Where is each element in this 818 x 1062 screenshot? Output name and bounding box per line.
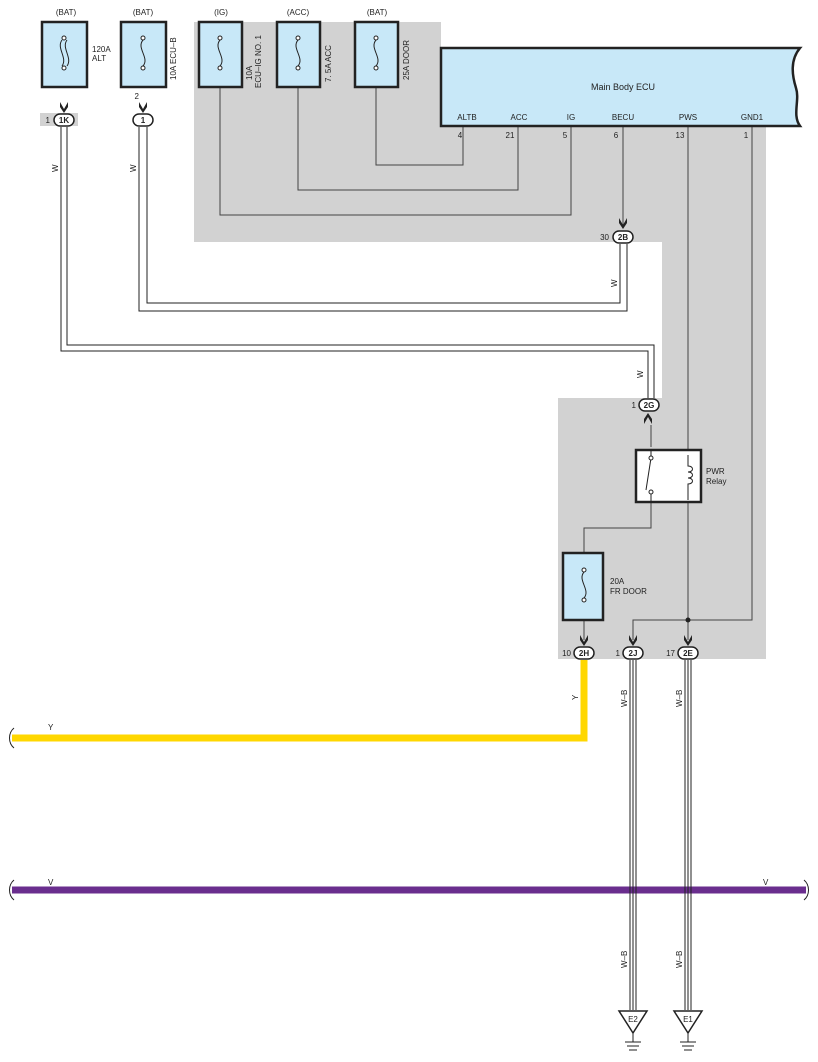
fuse-door-text: 25A DOOR <box>402 40 411 80</box>
fuse-ecub-text: 10A ECU–B <box>169 37 178 80</box>
connector-id: 1 <box>141 116 146 125</box>
wire-color-label: Y <box>571 694 580 700</box>
connector-2b: 30 2B <box>600 230 634 244</box>
fuse-alt-rating: 120A <box>92 45 111 54</box>
ground-label: E1 <box>683 1015 693 1024</box>
ecu-title: Main Body ECU <box>591 82 655 92</box>
connector-arrows <box>60 102 692 646</box>
connector-id: 2B <box>618 233 628 242</box>
connector-1k: 1 1K <box>46 113 75 127</box>
wire-color-label: W–B <box>620 690 629 707</box>
ecu-pin-number: 5 <box>563 131 568 140</box>
connector-pin: 1 <box>632 401 637 410</box>
ground-icon <box>680 1033 696 1051</box>
connector-pin: 1 <box>616 649 621 658</box>
fuse-acc-source: (ACC) <box>287 8 310 17</box>
break-mark-violet-left <box>9 879 15 901</box>
wire-color-label: W–B <box>620 951 629 968</box>
connector-1: 2 1 <box>132 92 154 127</box>
ecu-pin-number: 6 <box>614 131 619 140</box>
relay-label-1: PWR <box>706 467 725 476</box>
wire-color-label: W–B <box>675 951 684 968</box>
pwr-relay: PWR Relay <box>634 448 726 504</box>
ground-e1: E1 <box>672 1010 704 1051</box>
connector-pin: 2 <box>135 92 140 101</box>
wire-color-label: V <box>48 878 54 887</box>
connector-id: 2J <box>629 649 638 658</box>
connector-id: 2G <box>644 401 655 410</box>
fuse-acc: (ACC) 7. 5A ACC <box>275 8 333 89</box>
connector-2g: 1 2G <box>632 398 660 412</box>
ecu-pin-number: 13 <box>676 131 685 140</box>
fuse-ecu-b: (BAT) 10A ECU–B <box>119 8 178 89</box>
shade-region-ecu-side <box>441 126 662 242</box>
connector-pin: 1 <box>46 116 51 125</box>
junction-dot <box>685 617 691 623</box>
fuse-ecub-source: (BAT) <box>133 8 154 17</box>
fuse-ecuig-symbol <box>217 39 223 67</box>
fuse-ecuig-rating: 10A <box>245 65 254 80</box>
ecu-pin-name: PWS <box>679 113 697 122</box>
connector-2j: 1 2J <box>616 646 644 660</box>
fuse-frdoor-rating: 20A <box>610 577 625 586</box>
relay-label-2: Relay <box>706 477 726 486</box>
connector-id: 2H <box>579 649 589 658</box>
fuse-ecuig-name: ECU–IG NO. 1 <box>254 35 263 88</box>
ground-label: E2 <box>628 1015 638 1024</box>
fuse-ecu-ig: (IG) 10A ECU–IG NO. 1 <box>197 8 263 89</box>
wire-color-label: W <box>610 279 619 287</box>
fuse-alt-name: ALT <box>92 54 106 63</box>
relay-coil-icon <box>687 455 693 500</box>
fuse-ecuig-source: (IG) <box>214 8 228 17</box>
fuse-alt-symbol <box>59 39 70 67</box>
wire-color-label: W <box>636 370 645 378</box>
ecu-pin-name: GND1 <box>741 113 764 122</box>
fuse-ecub-symbol <box>140 39 146 67</box>
fuse-fr-door: 20A FR DOOR <box>561 551 647 622</box>
connector-pin: 10 <box>562 649 571 658</box>
fuse-door: (BAT) 25A DOOR <box>353 8 411 89</box>
connector-pin: 17 <box>666 649 675 658</box>
wire-color-label: W <box>51 164 60 172</box>
break-mark-yellow <box>9 727 15 749</box>
ecu-pin-number: 21 <box>506 131 515 140</box>
connector-2e: 17 2E <box>666 646 699 660</box>
fuse-frdoor-name: FR DOOR <box>610 587 647 596</box>
wires <box>12 88 806 1010</box>
ecu-pin-name: ALTB <box>457 113 476 122</box>
connector-2h: 10 2H <box>562 646 595 660</box>
wire-color-label: V <box>763 878 769 887</box>
break-mark-violet-right <box>803 879 809 901</box>
connector-id: 2E <box>683 649 693 658</box>
wire-color-label: W <box>129 164 138 172</box>
ecu-pin-number: 1 <box>744 131 749 140</box>
wire-color-label: Y <box>48 723 54 732</box>
fuse-alt: (BAT) 120A ALT <box>40 8 111 89</box>
ecu-pin-number: 4 <box>458 131 463 140</box>
shade-region-right-strip <box>662 126 766 400</box>
connector-id: 1K <box>59 116 69 125</box>
fuse-frdoor-symbol <box>581 571 587 599</box>
wire-color-label: W–B <box>675 690 684 707</box>
fuse-door-symbol <box>373 39 379 67</box>
ecu-pin-name: BECU <box>612 113 634 122</box>
fuse-alt-source: (BAT) <box>56 8 77 17</box>
connector-pin: 30 <box>600 233 609 242</box>
main-body-ecu: Main Body ECU ALTB ACC IG BECU PWS GND1 … <box>439 46 803 140</box>
fuse-door-source: (BAT) <box>367 8 388 17</box>
ground-icon <box>625 1033 641 1051</box>
ecu-pin-name: IG <box>567 113 575 122</box>
fuse-acc-symbol <box>295 39 301 67</box>
ecu-pin-name: ACC <box>511 113 528 122</box>
ground-e2: E2 <box>617 1010 649 1051</box>
fuse-acc-text: 7. 5A ACC <box>324 45 333 82</box>
